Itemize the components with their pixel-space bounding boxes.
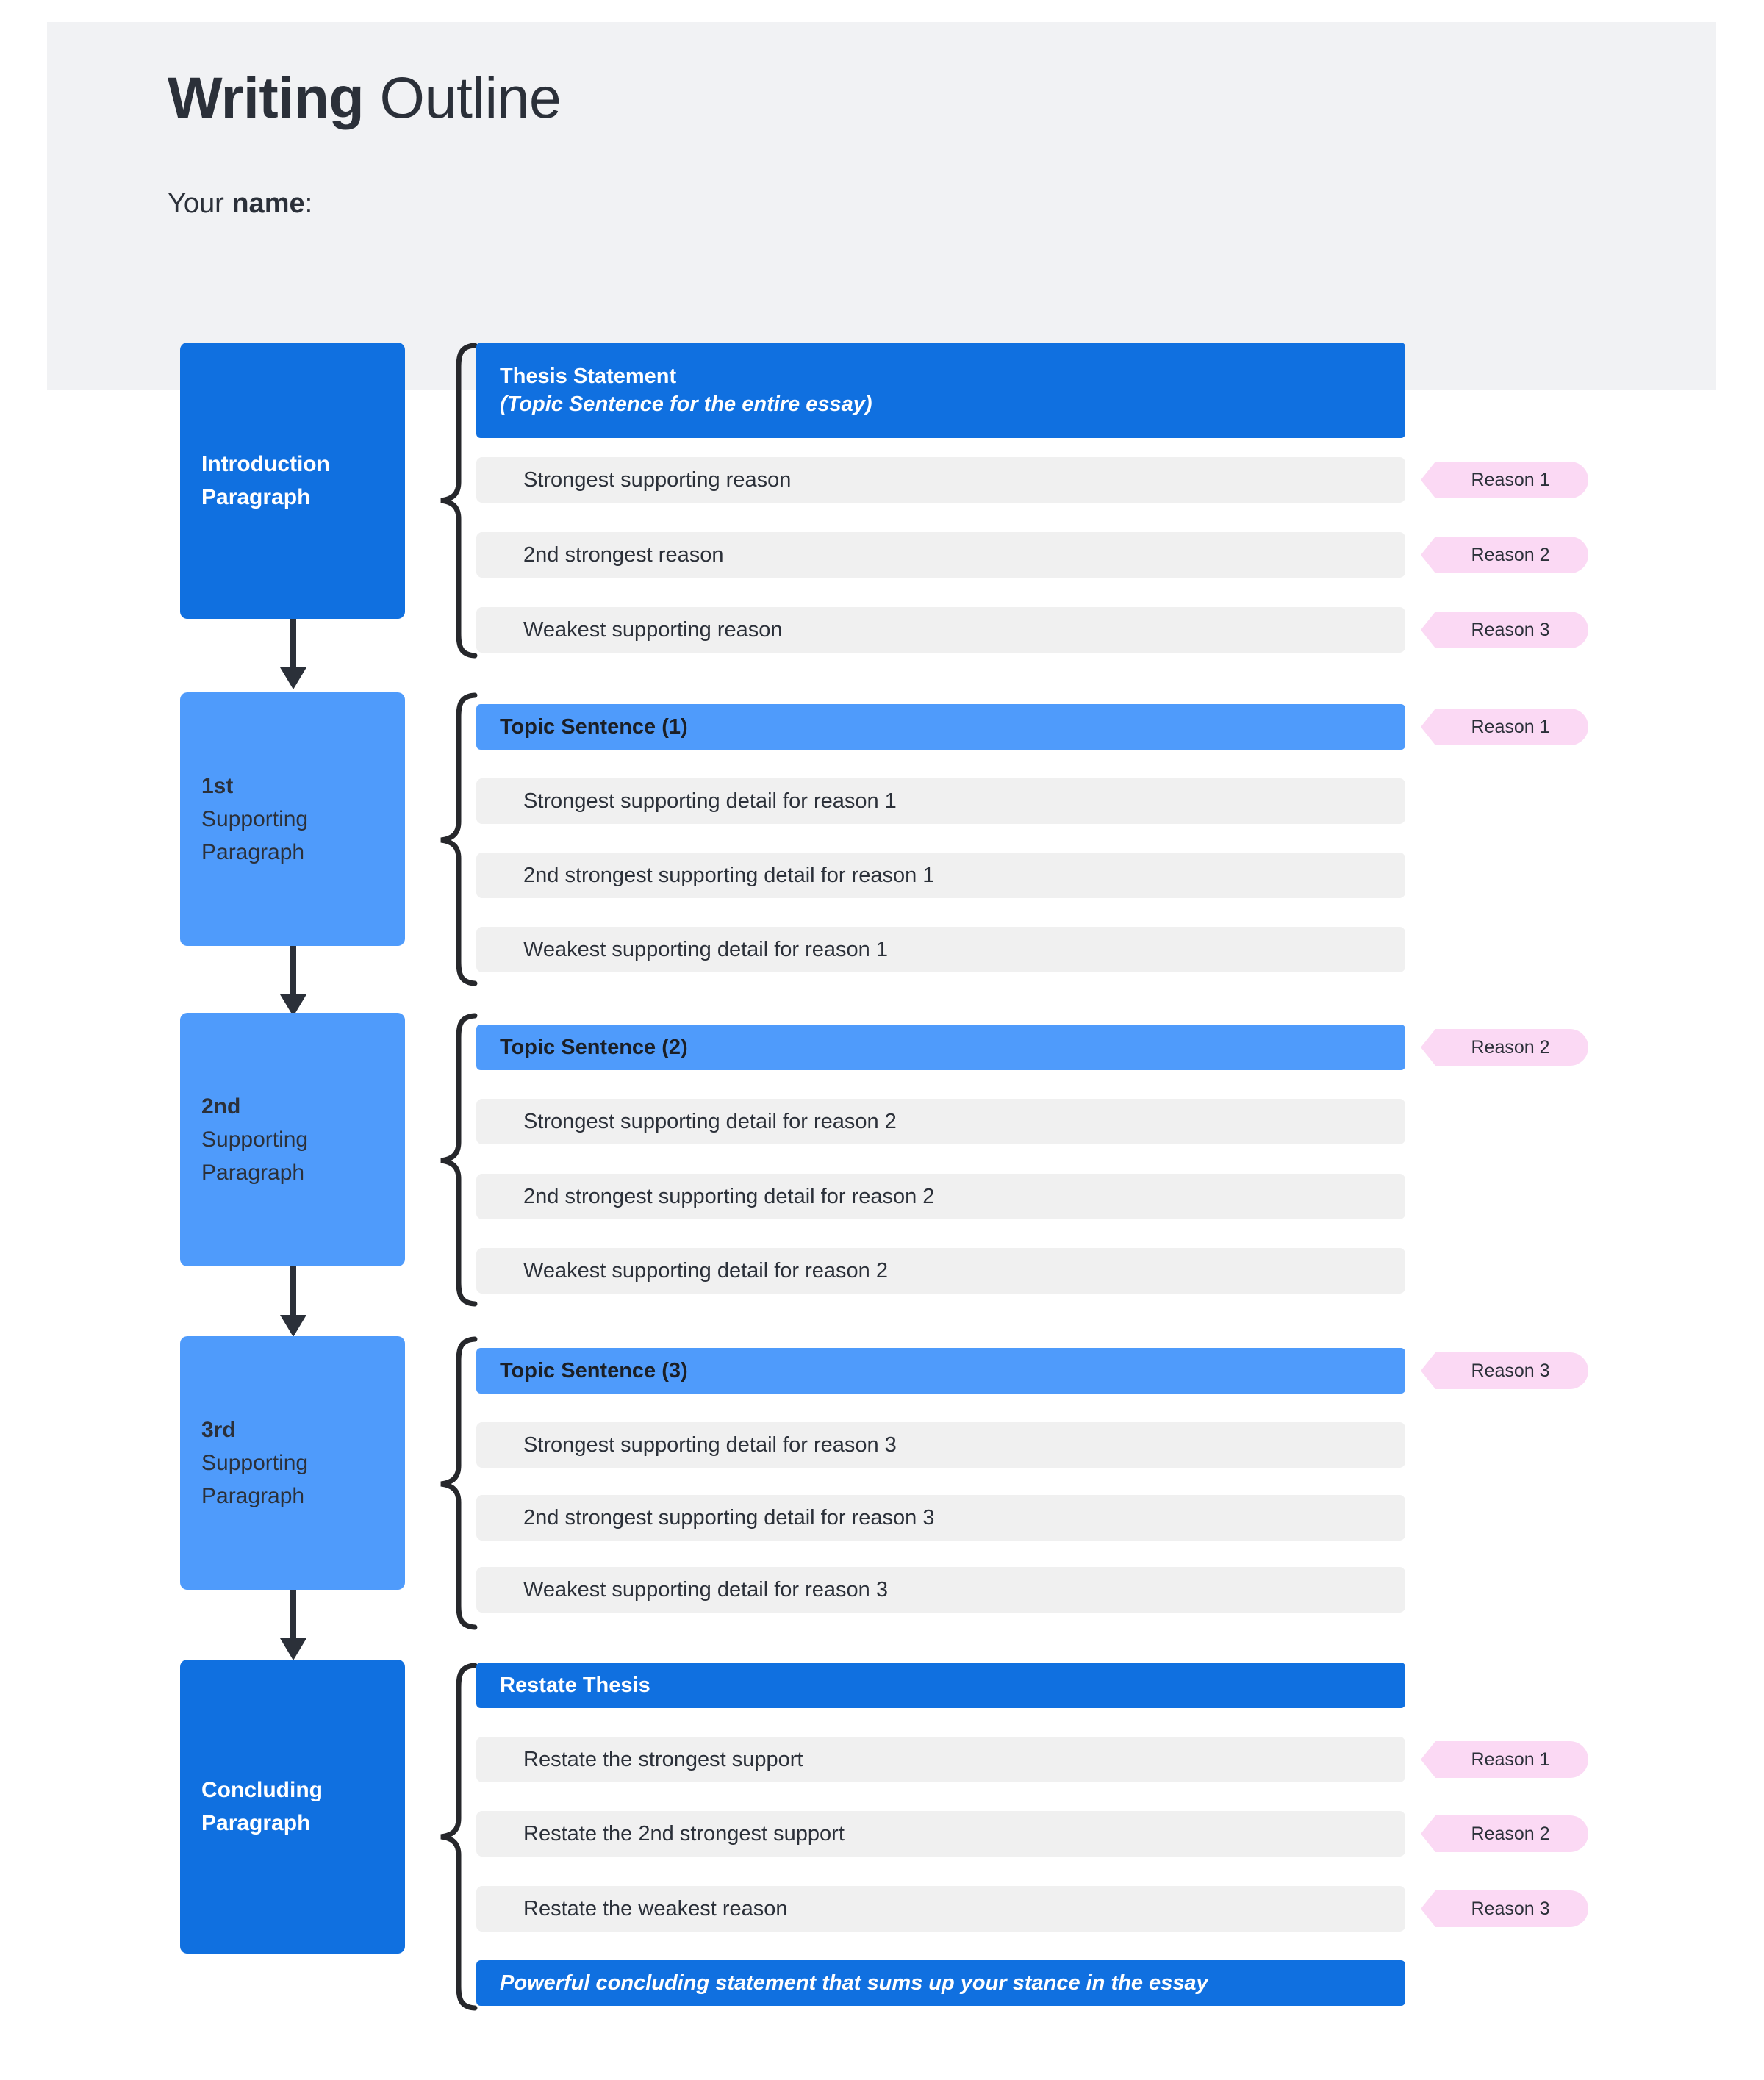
stage-label-introduction: Introduction Paragraph — [201, 452, 330, 509]
name-suffix: : — [304, 188, 313, 219]
bar-intro-row-2-text: 2nd strongest reason — [523, 542, 724, 567]
bar-s3-row-3-text: Weakest supporting detail for reason 3 — [523, 1577, 888, 1602]
brace-third-supporting — [438, 1336, 478, 1630]
page-title-light: Outline — [364, 65, 562, 130]
bar-restate-thesis-text: Restate Thesis — [500, 1673, 650, 1697]
bar-concluding-statement-text: Powerful concluding statement that sums … — [500, 1970, 1208, 1995]
bar-s3-row-1-text: Strongest supporting detail for reason 3 — [523, 1432, 897, 1457]
tag-concl-reason-3-text: Reason 3 — [1471, 1898, 1550, 1919]
stage-label-second-supporting: 2nd Supporting Paragraph — [201, 1090, 308, 1189]
stage-box-third-supporting[interactable]: 3rd Supporting Paragraph — [180, 1336, 405, 1590]
stage-label-third-supporting: 3rd Supporting Paragraph — [201, 1413, 308, 1513]
tag-intro-reason-3-text: Reason 3 — [1471, 619, 1550, 640]
bar-topic-sentence-2-text: Topic Sentence (2) — [500, 1035, 688, 1059]
bar-concl-row-3[interactable]: Restate the weakest reason — [476, 1886, 1405, 1932]
bar-topic-sentence-1[interactable]: Topic Sentence (1) — [476, 704, 1405, 750]
bar-intro-row-1[interactable]: Strongest supporting reason — [476, 457, 1405, 503]
tag-intro-reason-1: Reason 1 — [1421, 462, 1588, 498]
bar-s1-row-2[interactable]: 2nd strongest supporting detail for reas… — [476, 853, 1405, 898]
bar-topic-sentence-3-text: Topic Sentence (3) — [500, 1358, 688, 1383]
bar-concl-row-1[interactable]: Restate the strongest support — [476, 1737, 1405, 1782]
bar-s3-row-1[interactable]: Strongest supporting detail for reason 3 — [476, 1422, 1405, 1468]
bar-concl-row-3-text: Restate the weakest reason — [523, 1896, 788, 1921]
page-title: Writing Outline — [168, 68, 562, 126]
bar-s1-row-2-text: 2nd strongest supporting detail for reas… — [523, 863, 935, 887]
stage-label-second-supporting-rest: Supporting Paragraph — [201, 1127, 309, 1185]
bar-s2-row-3-text: Weakest supporting detail for reason 2 — [523, 1258, 888, 1283]
bar-s3-row-3[interactable]: Weakest supporting detail for reason 3 — [476, 1567, 1405, 1613]
name-strong: name — [232, 188, 305, 219]
brace-concluding — [438, 1663, 478, 2012]
header-band — [47, 22, 1716, 390]
connector-arrow-2 — [280, 946, 306, 1019]
bar-restate-thesis[interactable]: Restate Thesis — [476, 1663, 1405, 1708]
bar-s1-row-1[interactable]: Strongest supporting detail for reason 1 — [476, 778, 1405, 824]
bar-s2-row-1[interactable]: Strongest supporting detail for reason 2 — [476, 1099, 1405, 1144]
stage-label-first-supporting-ordinal: 1st — [201, 774, 234, 798]
stage-label-concluding: Concluding Paragraph — [201, 1778, 323, 1835]
bar-concl-row-2[interactable]: Restate the 2nd strongest support — [476, 1811, 1405, 1857]
stage-label-second-supporting-ordinal: 2nd — [201, 1094, 241, 1119]
bar-topic-sentence-2[interactable]: Topic Sentence (2) — [476, 1025, 1405, 1070]
tag-intro-reason-2-text: Reason 2 — [1471, 544, 1550, 565]
bar-s2-row-2[interactable]: 2nd strongest supporting detail for reas… — [476, 1174, 1405, 1219]
bar-s2-row-3[interactable]: Weakest supporting detail for reason 2 — [476, 1248, 1405, 1294]
bar-concl-row-1-text: Restate the strongest support — [523, 1747, 803, 1771]
brace-second-supporting — [438, 1013, 478, 1307]
bar-s3-row-2[interactable]: 2nd strongest supporting detail for reas… — [476, 1495, 1405, 1541]
bar-topic-sentence-1-text: Topic Sentence (1) — [500, 714, 688, 739]
tag-concl-reason-2: Reason 2 — [1421, 1815, 1588, 1852]
bar-intro-row-1-text: Strongest supporting reason — [523, 467, 792, 492]
bar-thesis-statement-text: Thesis Statement (Topic Sentence for the… — [500, 362, 872, 419]
brace-introduction — [438, 343, 478, 659]
bar-concluding-statement[interactable]: Powerful concluding statement that sums … — [476, 1960, 1405, 2006]
bar-intro-row-3[interactable]: Weakest supporting reason — [476, 607, 1405, 653]
thesis-title: Thesis Statement — [500, 364, 677, 388]
tag-topic-1-reason: Reason 1 — [1421, 709, 1588, 745]
tag-concl-reason-2-text: Reason 2 — [1471, 1823, 1550, 1844]
stage-label-third-supporting-rest: Supporting Paragraph — [201, 1451, 309, 1508]
connector-arrow-4 — [280, 1590, 306, 1663]
tag-topic-1-reason-text: Reason 1 — [1471, 716, 1550, 737]
brace-first-supporting — [438, 692, 478, 986]
bar-s1-row-3[interactable]: Weakest supporting detail for reason 1 — [476, 927, 1405, 972]
tag-intro-reason-2: Reason 2 — [1421, 537, 1588, 573]
stage-box-first-supporting[interactable]: 1st Supporting Paragraph — [180, 692, 405, 946]
stage-label-first-supporting: 1st Supporting Paragraph — [201, 770, 308, 869]
stage-box-introduction[interactable]: Introduction Paragraph — [180, 343, 405, 619]
connector-arrow-3 — [280, 1266, 306, 1340]
bar-s2-row-2-text: 2nd strongest supporting detail for reas… — [523, 1184, 935, 1208]
tag-intro-reason-1-text: Reason 1 — [1471, 469, 1550, 490]
your-name-label: Your name: — [168, 190, 312, 218]
bar-s1-row-1-text: Strongest supporting detail for reason 1 — [523, 789, 897, 813]
bar-s2-row-1-text: Strongest supporting detail for reason 2 — [523, 1109, 897, 1133]
connector-arrow-1 — [280, 619, 306, 692]
bar-s3-row-2-text: 2nd strongest supporting detail for reas… — [523, 1505, 935, 1529]
bar-intro-row-3-text: Weakest supporting reason — [523, 617, 783, 642]
bar-thesis-statement[interactable]: Thesis Statement (Topic Sentence for the… — [476, 343, 1405, 438]
page-title-strong: Writing — [168, 65, 365, 130]
bar-intro-row-2[interactable]: 2nd strongest reason — [476, 532, 1405, 578]
tag-topic-3-reason-text: Reason 3 — [1471, 1360, 1550, 1381]
tag-topic-2-reason: Reason 2 — [1421, 1029, 1588, 1066]
name-prefix: Your — [168, 188, 232, 219]
bar-concl-row-2-text: Restate the 2nd strongest support — [523, 1821, 845, 1846]
stage-label-first-supporting-rest: Supporting Paragraph — [201, 807, 309, 864]
tag-concl-reason-3: Reason 3 — [1421, 1890, 1588, 1927]
tag-intro-reason-3: Reason 3 — [1421, 612, 1588, 648]
bar-s1-row-3-text: Weakest supporting detail for reason 1 — [523, 937, 888, 961]
stage-box-second-supporting[interactable]: 2nd Supporting Paragraph — [180, 1013, 405, 1266]
stage-label-third-supporting-ordinal: 3rd — [201, 1418, 236, 1442]
tag-topic-2-reason-text: Reason 2 — [1471, 1036, 1550, 1058]
thesis-subtitle: (Topic Sentence for the entire essay) — [500, 392, 872, 416]
bar-topic-sentence-3[interactable]: Topic Sentence (3) — [476, 1348, 1405, 1394]
tag-topic-3-reason: Reason 3 — [1421, 1352, 1588, 1389]
stage-box-concluding[interactable]: Concluding Paragraph — [180, 1660, 405, 1954]
tag-concl-reason-1: Reason 1 — [1421, 1741, 1588, 1778]
tag-concl-reason-1-text: Reason 1 — [1471, 1749, 1550, 1770]
